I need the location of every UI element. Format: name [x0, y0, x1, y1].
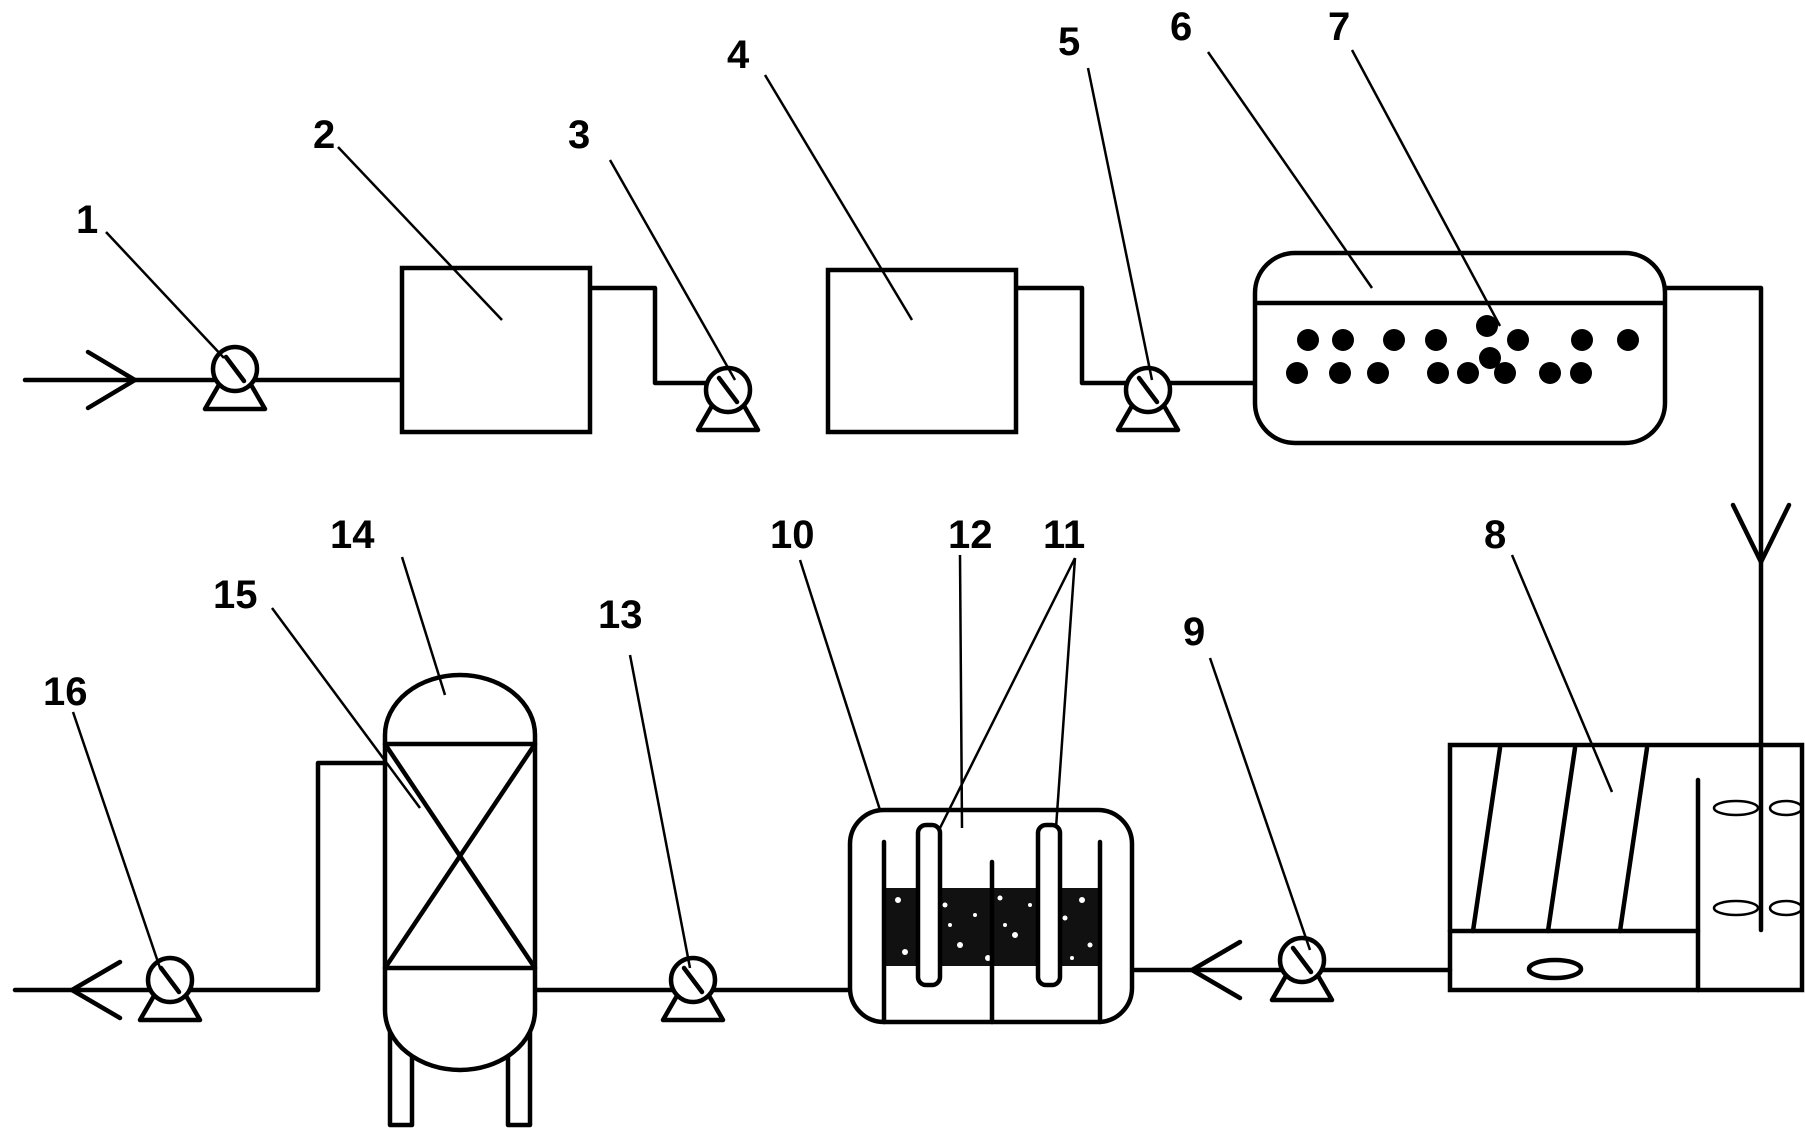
- label-12: 12: [948, 513, 993, 557]
- label-10: 10: [770, 513, 815, 557]
- label-11: 11: [1043, 513, 1085, 557]
- leader-lines: [71, 49, 1614, 969]
- label-8: 8: [1484, 513, 1506, 557]
- pump-13-icon: [663, 958, 723, 1020]
- pump-1-icon: [205, 347, 265, 409]
- label-9: 9: [1183, 610, 1205, 654]
- electrolytic-cell-10: [847, 807, 1135, 1025]
- pump-9-icon: [1272, 938, 1332, 1000]
- label-2: 2: [313, 113, 335, 157]
- tank-4: [825, 267, 1019, 435]
- label-1: 1: [76, 198, 98, 242]
- reactor-6: [1252, 250, 1668, 446]
- label-3: 3: [568, 113, 590, 157]
- label-14: 14: [330, 513, 375, 557]
- pump-5-icon: [1118, 368, 1178, 430]
- label-15: 15: [213, 573, 258, 617]
- label-4: 4: [727, 33, 750, 77]
- stirrer-icon: [1712, 799, 1804, 917]
- electrode-left: [915, 822, 943, 988]
- adsorption-column-14: [382, 672, 538, 1128]
- number-labels: 1 2 3 4 5 6 7 8 9 10 12 11 13 14 15 16: [43, 5, 1506, 714]
- electrode-right: [1035, 822, 1063, 988]
- label-13: 13: [598, 593, 643, 637]
- settling-tank-8: [1447, 742, 1805, 993]
- pump-3-icon: [698, 368, 758, 430]
- label-16: 16: [43, 670, 88, 714]
- label-5: 5: [1058, 20, 1080, 64]
- label-6: 6: [1170, 5, 1192, 49]
- particles-7: [1286, 315, 1639, 384]
- pump-16-icon: [140, 958, 200, 1020]
- bottom-pipeline: [12, 760, 1453, 1021]
- label-7: 7: [1328, 5, 1350, 49]
- tank-2: [399, 265, 593, 435]
